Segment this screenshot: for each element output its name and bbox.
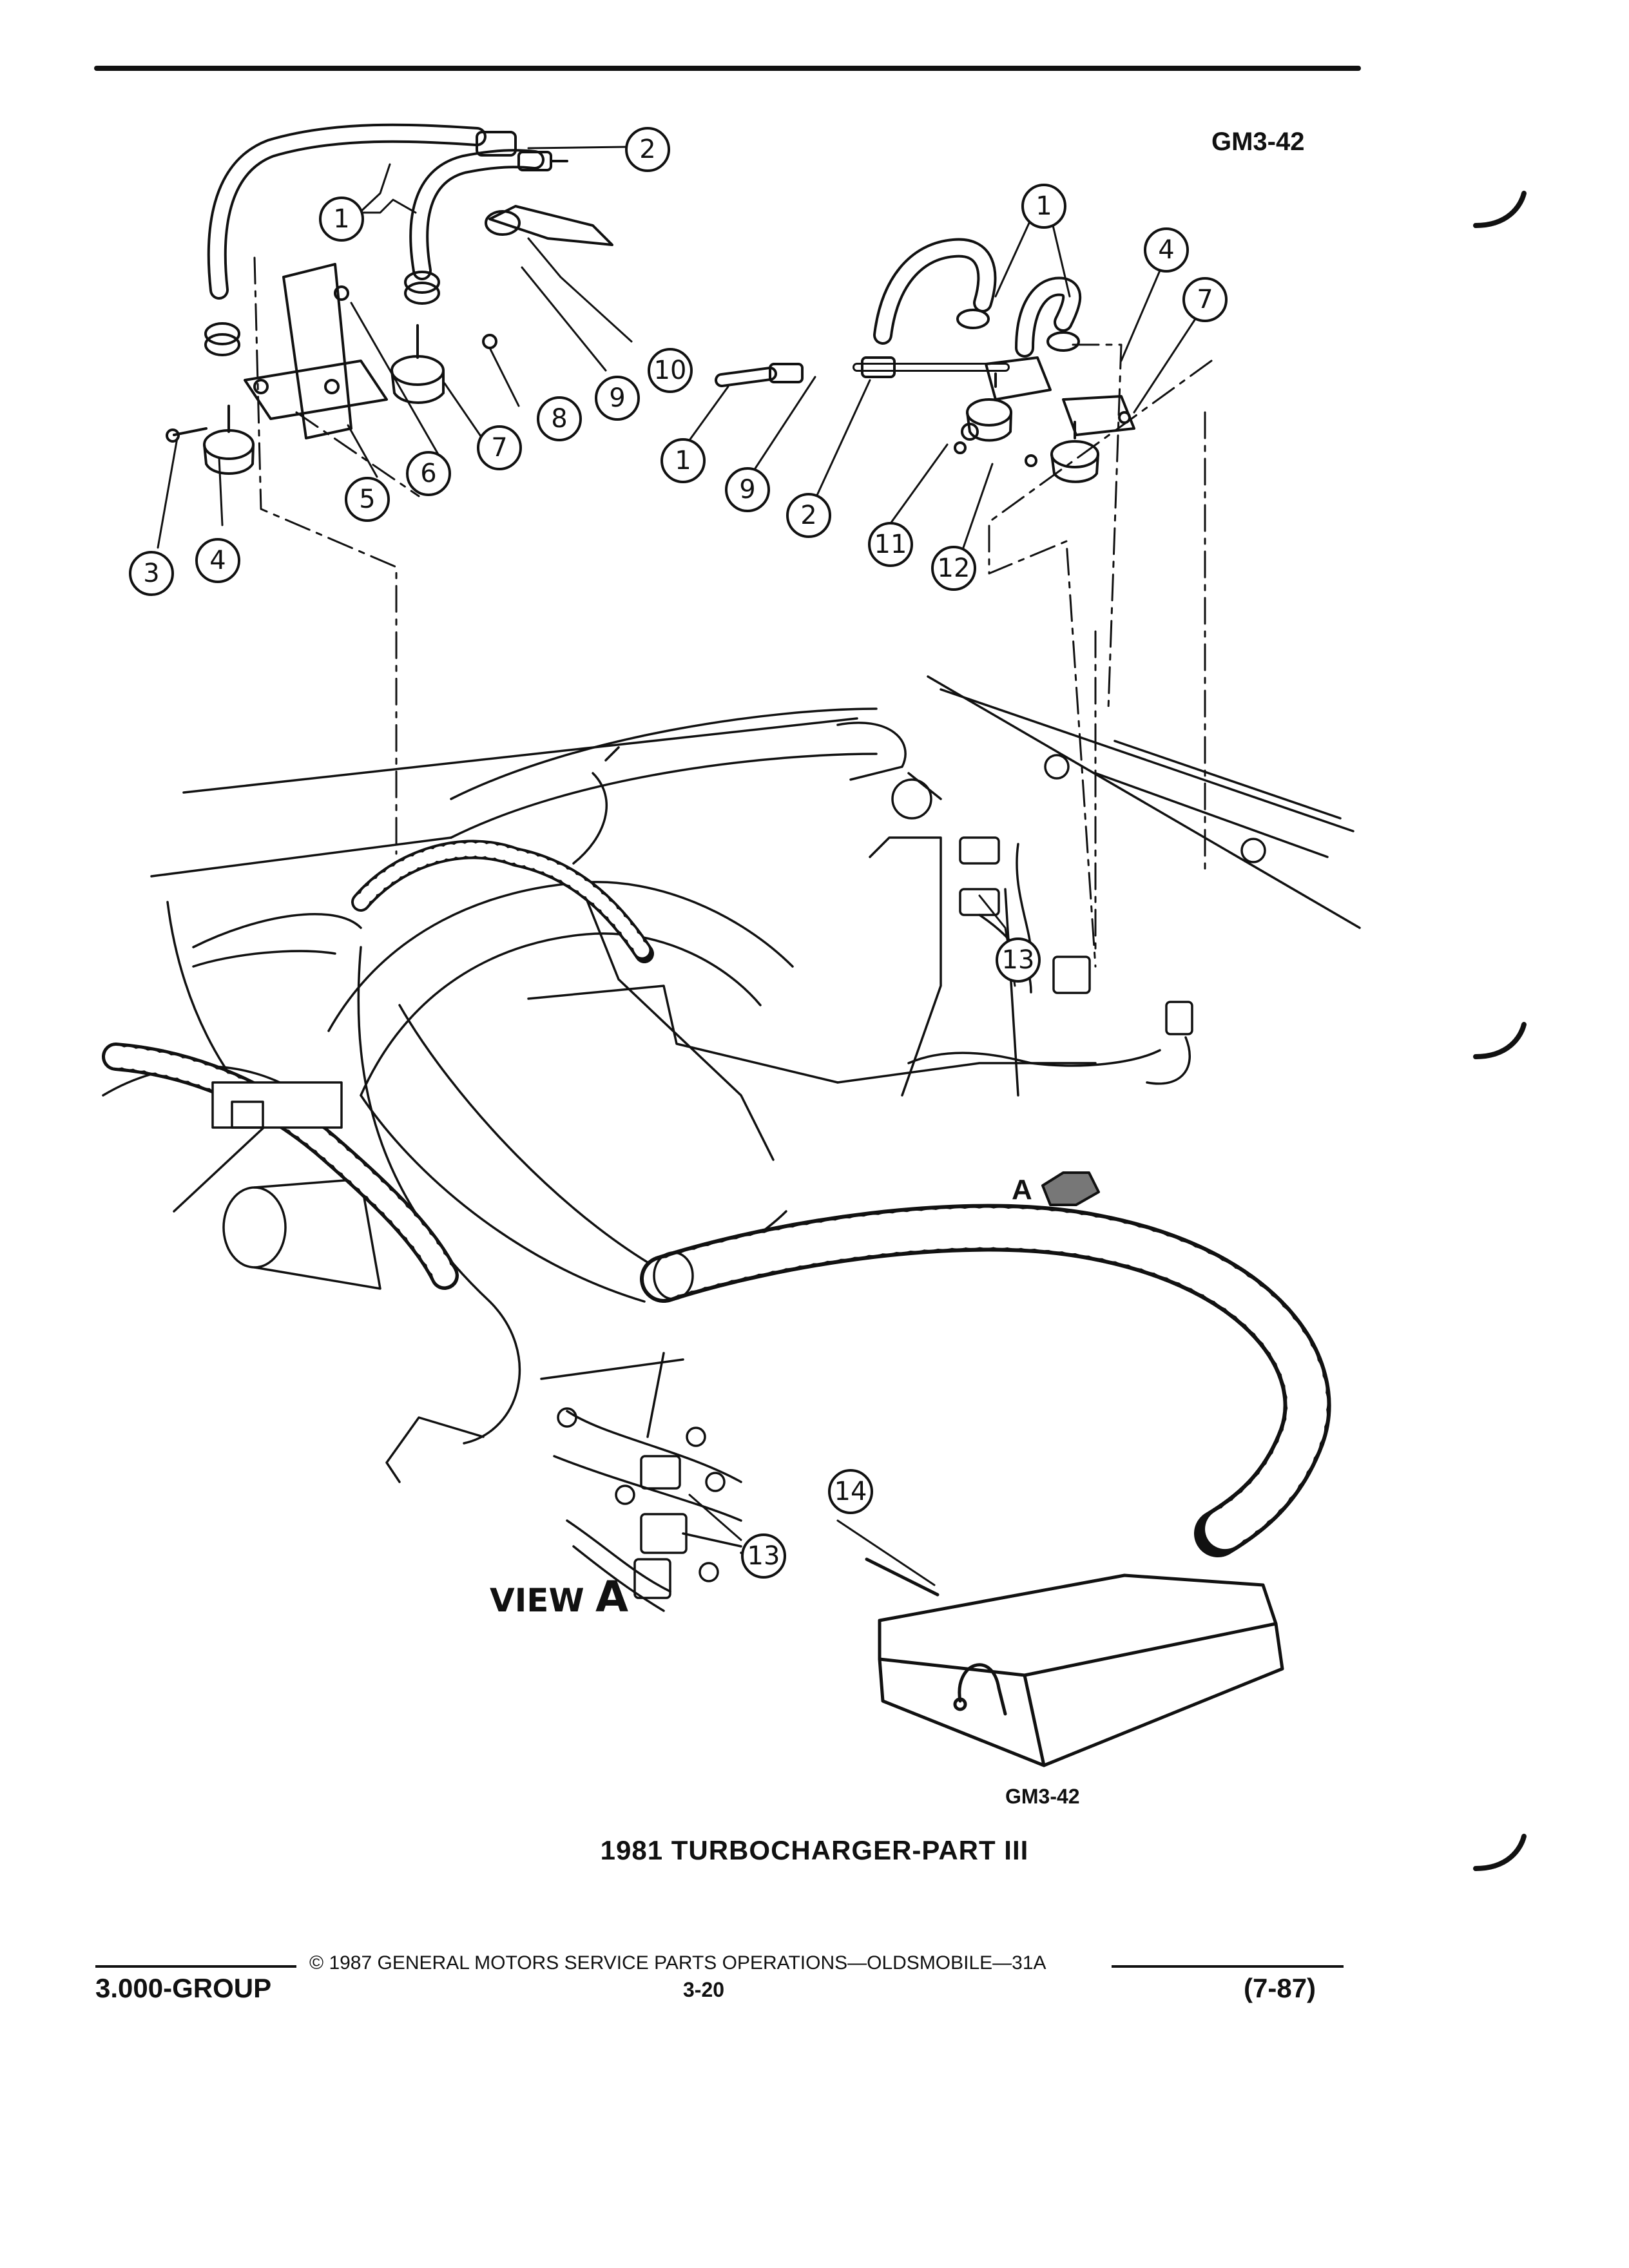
callout-9-right: 9	[739, 475, 755, 505]
callout-1-right-top: 1	[1036, 191, 1052, 221]
left-hose-assembly	[204, 123, 613, 356]
ecm-module	[865, 1557, 1284, 1767]
callout-9-left: 9	[609, 383, 625, 413]
figure-code-top: GM3-42	[1211, 128, 1305, 156]
callout-2-right: 2	[800, 501, 816, 530]
copyright-line: © 1987 GENERAL MOTORS SERVICE PARTS OPER…	[309, 1952, 1046, 1974]
left-actuator-1	[166, 405, 255, 475]
leader-lines-right	[685, 213, 1197, 549]
engine-bay	[102, 675, 1361, 1557]
callout-2-top: 2	[639, 135, 655, 164]
callouts	[129, 127, 1228, 1579]
left-bracket	[244, 263, 388, 439]
callout-7-left: 7	[491, 433, 507, 463]
callout-3: 3	[143, 559, 159, 588]
view-a-inset	[540, 1352, 755, 1612]
right-hose-assembly	[715, 238, 1082, 387]
binding-marks	[1473, 191, 1527, 1871]
view-arrow-label: A	[1012, 1174, 1032, 1206]
callout-6: 6	[420, 459, 436, 488]
callout-7-right: 7	[1197, 285, 1213, 314]
callout-1-left: 1	[333, 204, 349, 234]
page-number: 3-20	[683, 1978, 725, 2001]
group-label: 3.000-GROUP	[95, 1973, 272, 2003]
right-bracket-1	[966, 356, 1052, 442]
figure-caption: 1981 TURBOCHARGER-PART III	[600, 1835, 1029, 1865]
figure-code-bottom: GM3-42	[1005, 1785, 1080, 1808]
left-actuator-2	[334, 285, 497, 404]
callout-10: 10	[654, 356, 687, 385]
callout-12: 12	[938, 553, 970, 583]
callout-8: 8	[551, 404, 567, 434]
callout-13-view-a: 13	[747, 1541, 780, 1571]
callout-14: 14	[834, 1477, 867, 1506]
callout-labels: 2 1 10 9 8 7 6 5 3 4 1 4 7 1 9 2 11 12 1…	[143, 135, 1213, 1571]
leader-lines-left	[157, 146, 633, 549]
callout-5: 5	[359, 485, 375, 514]
callout-4-right: 4	[1158, 235, 1174, 265]
view-a-label: VIEW A	[490, 1572, 628, 1622]
callout-1-right: 1	[675, 446, 691, 476]
callout-11: 11	[874, 530, 907, 559]
view-arrow	[1041, 1171, 1100, 1206]
view-label-prefix: VIEW	[490, 1582, 584, 1619]
callout-4-left: 4	[209, 546, 226, 575]
dashed-guides	[253, 256, 1213, 968]
revision-label: (7-87)	[1244, 1973, 1316, 2003]
view-label-letter: A	[595, 1572, 629, 1622]
callout-13-main: 13	[1002, 945, 1035, 975]
